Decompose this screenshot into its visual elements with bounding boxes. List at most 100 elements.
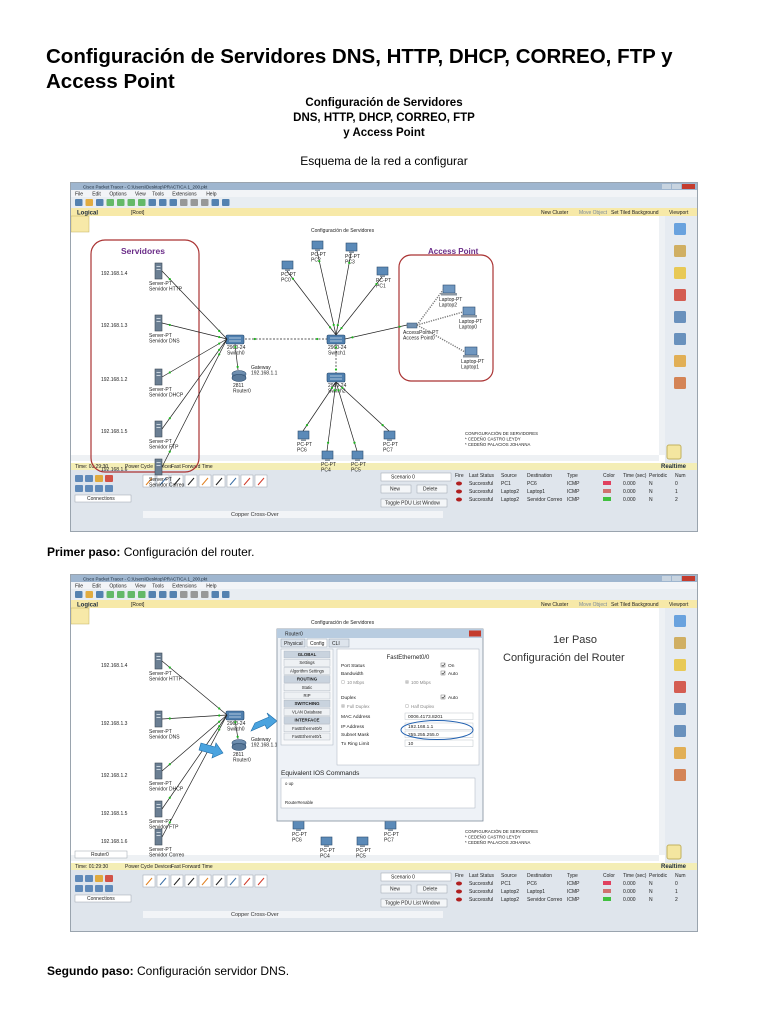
toolbar-icon[interactable]: [138, 199, 146, 206]
maximize-button[interactable]: [672, 576, 681, 581]
toolbar-icon[interactable]: [222, 591, 230, 598]
palette-tool-icon[interactable]: [674, 703, 686, 715]
radio-10mbps[interactable]: [341, 679, 346, 684]
toolbar-icon[interactable]: [127, 591, 136, 598]
toolbar-icon[interactable]: [211, 199, 220, 206]
field-input[interactable]: [404, 712, 474, 720]
toolbar-icon[interactable]: [169, 199, 178, 206]
device-category-icon[interactable]: [95, 885, 103, 892]
device-category-icon[interactable]: [95, 875, 103, 882]
menu-item[interactable]: Edit: [92, 584, 101, 590]
side-menu-item[interactable]: [283, 724, 331, 733]
toolbar-icon[interactable]: [117, 199, 125, 206]
toolbar-icon[interactable]: [180, 199, 188, 206]
device-category-icon[interactable]: [75, 875, 83, 882]
toolbar-icon[interactable]: [75, 199, 83, 206]
delete-scenario-button[interactable]: [416, 484, 448, 494]
field-input[interactable]: [404, 722, 474, 730]
device-category-icon[interactable]: [85, 485, 93, 492]
device-category-icon[interactable]: [95, 475, 103, 482]
device-category-icon[interactable]: [95, 485, 103, 492]
palette-tool-icon[interactable]: [674, 223, 686, 235]
field-input[interactable]: [404, 739, 474, 747]
device-category-icon[interactable]: [105, 485, 113, 492]
menu-item[interactable]: File: [75, 192, 83, 198]
device-category-icon[interactable]: [105, 885, 113, 892]
toolbar-icon[interactable]: [211, 591, 220, 598]
device-category-icon[interactable]: [75, 485, 83, 492]
scenario-select[interactable]: [380, 872, 452, 882]
toolbar-icon[interactable]: [85, 199, 94, 206]
palette-tool-icon[interactable]: [674, 747, 686, 759]
toolbar-icon[interactable]: [201, 591, 209, 598]
menu-item[interactable]: Help: [206, 584, 217, 590]
palette-tool-icon[interactable]: [674, 355, 686, 367]
toolbar-icon[interactable]: [148, 591, 157, 598]
dialog-tab[interactable]: [306, 638, 328, 648]
cluster-icon[interactable]: [71, 607, 90, 625]
dialog-tab[interactable]: [280, 638, 306, 648]
radio-half-duplex[interactable]: [405, 703, 410, 708]
menu-item[interactable]: View: [135, 584, 146, 590]
minimize-button[interactable]: [662, 576, 671, 581]
palette-tool-icon[interactable]: [674, 637, 686, 649]
realtime-mode-icon[interactable]: [666, 444, 682, 460]
vertical-scrollbar[interactable]: [659, 608, 665, 855]
device-category-icon[interactable]: [85, 875, 93, 882]
dialog-close-button[interactable]: [469, 630, 481, 637]
toolbar-icon[interactable]: [106, 591, 115, 598]
menu-item[interactable]: View: [135, 192, 146, 198]
side-menu-item[interactable]: [283, 667, 331, 675]
toggle-pdu-button[interactable]: [380, 498, 448, 508]
device-category-icon[interactable]: [75, 885, 83, 892]
cluster-icon[interactable]: [71, 215, 90, 233]
realtime-mode-icon[interactable]: [666, 844, 682, 860]
side-menu-item[interactable]: [283, 708, 331, 716]
new-scenario-button[interactable]: [380, 884, 412, 894]
toolbar-icon[interactable]: [190, 199, 199, 206]
toolbar-icon[interactable]: [190, 591, 199, 598]
side-menu-item[interactable]: [283, 658, 331, 667]
palette-tool-icon[interactable]: [674, 681, 686, 693]
toolbar-icon[interactable]: [180, 591, 188, 598]
side-menu-item[interactable]: [283, 683, 331, 692]
dialog-tab[interactable]: [328, 638, 350, 648]
menu-item[interactable]: Extensions: [172, 584, 197, 590]
toolbar-icon[interactable]: [148, 199, 157, 206]
close-button[interactable]: [682, 184, 695, 189]
side-menu-item[interactable]: [283, 691, 331, 700]
close-button[interactable]: [682, 576, 695, 581]
palette-tool-icon[interactable]: [674, 725, 686, 737]
toolbar-icon[interactable]: [159, 591, 167, 598]
palette-tool-icon[interactable]: [674, 615, 686, 627]
field-checkbox[interactable]: [440, 662, 446, 668]
menu-item[interactable]: Extensions: [172, 192, 197, 198]
scenario-select[interactable]: [380, 472, 452, 482]
field-checkbox[interactable]: [440, 694, 446, 700]
menu-item[interactable]: Help: [206, 192, 217, 198]
vertical-scrollbar[interactable]: [659, 216, 665, 455]
palette-tool-icon[interactable]: [674, 377, 686, 389]
toolbar-icon[interactable]: [169, 591, 178, 598]
menu-item[interactable]: File: [75, 584, 83, 590]
horizontal-scrollbar[interactable]: [71, 855, 659, 861]
field-checkbox[interactable]: [440, 670, 446, 676]
toolbar-icon[interactable]: [159, 199, 167, 206]
toolbar-icon[interactable]: [96, 591, 104, 598]
device-category-icon[interactable]: [85, 885, 93, 892]
toolbar-icon[interactable]: [222, 199, 230, 206]
palette-tool-icon[interactable]: [674, 769, 686, 781]
horizontal-scrollbar[interactable]: [71, 455, 659, 461]
menu-item[interactable]: Tools: [152, 192, 164, 198]
device-category-icon[interactable]: [105, 875, 113, 882]
palette-tool-icon[interactable]: [674, 659, 686, 671]
minimize-button[interactable]: [662, 184, 671, 189]
side-menu-item[interactable]: [283, 732, 331, 741]
menu-item[interactable]: Tools: [152, 584, 164, 590]
palette-tool-icon[interactable]: [674, 333, 686, 345]
palette-tool-icon[interactable]: [674, 311, 686, 323]
toolbar-icon[interactable]: [138, 591, 146, 598]
palette-tool-icon[interactable]: [674, 289, 686, 301]
device-category-icon[interactable]: [75, 475, 83, 482]
new-scenario-button[interactable]: [380, 484, 412, 494]
